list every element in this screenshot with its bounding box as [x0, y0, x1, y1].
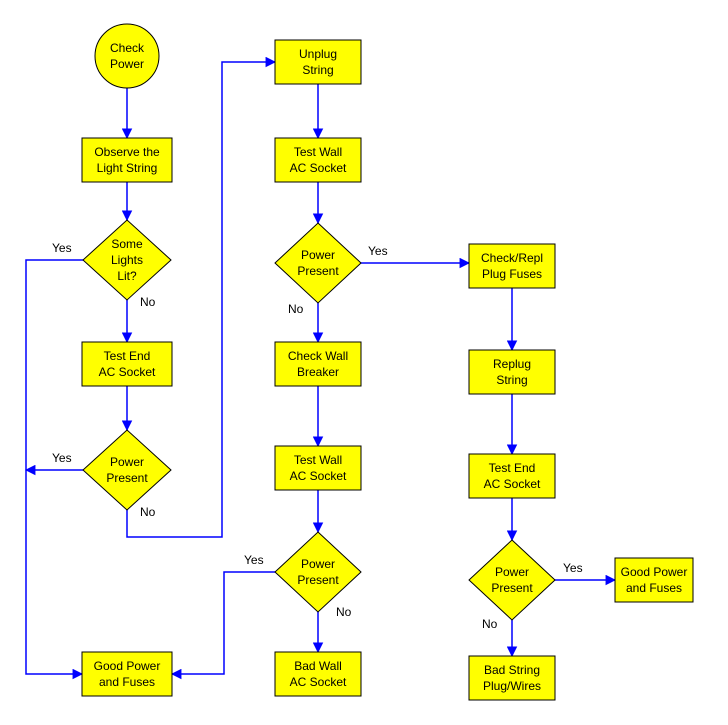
node-label-line: Lit?	[117, 269, 137, 283]
node-label-line: AC Socket	[99, 365, 156, 379]
diamond-shape	[82, 429, 172, 511]
edge-label-yes: Yes	[52, 241, 72, 255]
node-label-line: Good Power	[621, 565, 688, 579]
node-label-line: Plug Fuses	[482, 267, 542, 281]
node-label-line: Test Wall	[294, 453, 342, 467]
node-label-line: Power	[110, 455, 144, 469]
node-label-line: AC Socket	[290, 469, 347, 483]
node-label-line: Check Wall	[288, 349, 348, 363]
edge-label-no: No	[140, 505, 156, 519]
node-test-wall-ac-socket-2: Test Wall AC Socket	[274, 445, 362, 491]
node-good-power-fuses-1: Good Power and Fuses	[81, 651, 173, 697]
rect-shape	[81, 341, 173, 387]
rect-shape	[81, 651, 173, 697]
node-label-line: Good Power	[94, 659, 161, 673]
node-label-line: String	[302, 63, 333, 77]
rect-shape	[468, 243, 556, 289]
node-label-line: Check	[110, 41, 145, 55]
connector-arrow	[126, 56, 277, 538]
edge-power-present-1-to-unplug-string	[126, 56, 277, 538]
node-label-line: Power	[301, 248, 335, 262]
node-label-line: Light String	[97, 161, 158, 175]
rect-shape	[274, 39, 362, 85]
rect-shape	[274, 341, 362, 387]
diamond-shape	[468, 539, 556, 621]
node-label-line: Lights	[111, 253, 143, 267]
node-label-line: AC Socket	[290, 675, 347, 689]
node-label-line: AC Socket	[484, 477, 541, 491]
edge-label-no: No	[140, 295, 156, 309]
diamond-shape	[274, 222, 362, 304]
node-label-line: Present	[491, 581, 533, 595]
edge-power-present-3-to-good-power-fuses-1	[170, 571, 275, 680]
diamond-shape	[274, 531, 362, 613]
node-label-line: Power	[110, 57, 144, 71]
rect-shape	[274, 651, 362, 697]
edge-label-yes: Yes	[368, 244, 388, 258]
node-label-line: Check/Repl	[481, 251, 543, 265]
diamond-shape	[82, 219, 172, 301]
node-label-line: Replug	[493, 357, 531, 371]
rect-shape	[274, 445, 362, 491]
edge-label-no: No	[336, 605, 352, 619]
edge-label-no: No	[482, 617, 498, 631]
node-test-wall-ac-socket-1: Test Wall AC Socket	[274, 137, 362, 183]
node-bad-wall-ac-socket: Bad Wall AC Socket	[274, 651, 362, 697]
edge-some-lights-lit-to-good-power-fuses-1	[25, 259, 84, 680]
rect-shape	[81, 137, 173, 183]
node-label-line: Plug/Wires	[483, 679, 541, 693]
node-label-line: Breaker	[297, 365, 339, 379]
node-label-line: Observe the	[94, 145, 160, 159]
node-test-end-ac-socket-1: Test End AC Socket	[81, 341, 173, 387]
edges	[24, 56, 617, 680]
rect-shape	[468, 453, 556, 499]
node-label-line: Present	[106, 471, 148, 485]
rect-shape	[468, 349, 556, 395]
node-label-line: Present	[297, 573, 339, 587]
edge-label-yes: Yes	[52, 451, 72, 465]
rect-shape	[614, 557, 694, 603]
node-label-line: Power	[301, 557, 335, 571]
node-label-line: Present	[297, 264, 339, 278]
node-label-line: AC Socket	[290, 161, 347, 175]
circle-shape	[94, 23, 160, 89]
node-label-line: Bad Wall	[294, 659, 342, 673]
rect-shape	[274, 137, 362, 183]
node-label-line: Test End	[104, 349, 151, 363]
node-label-line: Power	[495, 565, 529, 579]
rect-shape	[468, 655, 556, 701]
node-label-line: Bad String	[484, 663, 540, 677]
connector-arrow	[25, 259, 84, 680]
node-label-line: and Fuses	[626, 581, 682, 595]
node-good-power-fuses-2: Good Power and Fuses	[614, 557, 694, 603]
node-label-line: Some	[111, 237, 143, 251]
node-label-line: Test Wall	[294, 145, 342, 159]
node-label-line: Unplug	[299, 47, 337, 61]
edge-label-yes: Yes	[244, 553, 264, 567]
node-label-line: String	[496, 373, 527, 387]
node-test-end-ac-socket-2: Test End AC Socket	[468, 453, 556, 499]
node-label-line: Test End	[489, 461, 536, 475]
connector-arrow	[170, 571, 275, 680]
node-label-line: and Fuses	[99, 675, 155, 689]
edge-label-no: No	[288, 302, 304, 316]
edge-label-yes: Yes	[563, 561, 583, 575]
